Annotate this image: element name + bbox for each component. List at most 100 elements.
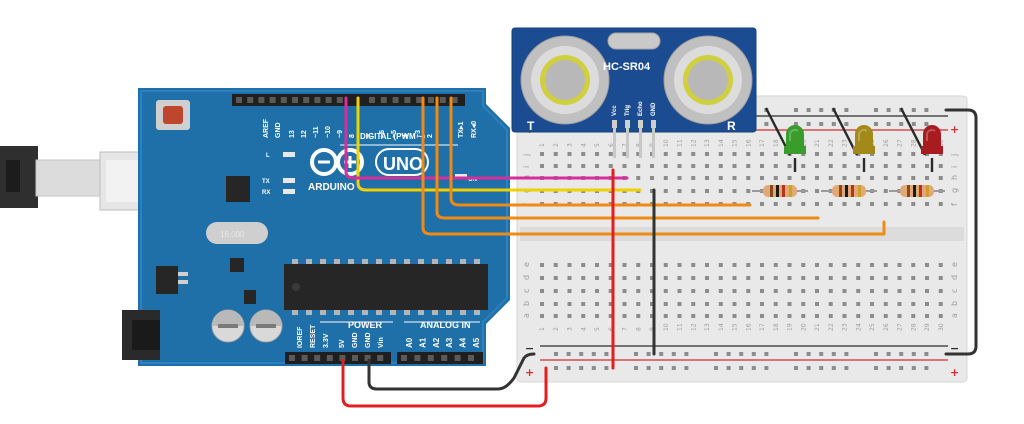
breadboard-hole[interactable] [691,152,696,156]
breadboard-hole[interactable] [636,176,641,180]
breadboard-hole[interactable] [815,176,819,180]
breadboard-hole[interactable] [636,302,641,306]
breadboard-hole[interactable] [581,263,586,267]
breadboard-hole[interactable] [815,202,819,206]
breadboard-hole[interactable] [897,176,902,180]
breadboard-hole[interactable] [636,289,641,293]
breadboard-hole[interactable] [746,152,751,156]
breadboard-hole[interactable] [636,164,641,168]
breadboard-hole[interactable] [870,176,874,180]
breadboard-hole[interactable] [938,289,943,293]
breadboard-hole[interactable] [897,263,902,267]
breadboard-hole[interactable] [897,289,902,293]
header-pin-hole[interactable] [380,97,387,103]
breadboard-hole[interactable] [842,289,847,293]
breadboard-hole[interactable] [746,164,751,168]
breadboard-hole[interactable] [787,276,792,280]
breadboard-hole[interactable] [760,314,764,318]
breadboard-hole[interactable] [608,263,613,267]
breadboard-hole[interactable] [636,276,641,280]
breadboard-hole[interactable] [622,164,627,168]
header-pin-hole[interactable] [326,355,333,361]
header-pin-hole[interactable] [314,97,321,103]
breadboard-hole[interactable] [883,289,888,293]
header-pin-hole[interactable] [364,355,371,361]
breadboard-hole[interactable] [691,276,696,280]
rail-hole[interactable] [794,108,798,112]
rail-hole[interactable] [924,122,929,126]
breadboard-hole[interactable] [883,314,888,318]
breadboard-hole[interactable] [801,314,806,318]
header-pin-hole[interactable] [236,97,242,103]
breadboard-hole[interactable] [622,263,627,267]
breadboard-hole[interactable] [787,202,792,206]
rail-hole[interactable] [924,352,929,356]
breadboard-hole[interactable] [636,263,641,267]
breadboard-hole[interactable] [938,302,943,306]
breadboard-hole[interactable] [938,164,943,168]
breadboard-hole[interactable] [787,263,792,267]
breadboard-hole[interactable] [925,289,929,293]
breadboard-hole[interactable] [677,276,682,280]
breadboard-hole[interactable] [595,276,599,280]
breadboard-hole[interactable] [787,164,792,168]
breadboard-hole[interactable] [732,164,737,168]
header-pin-hole[interactable] [352,355,358,361]
breadboard-hole[interactable] [856,289,861,293]
breadboard-hole[interactable] [787,289,792,293]
rail-hole[interactable] [634,366,638,370]
rail-hole[interactable] [739,366,744,370]
breadboard-hole[interactable] [553,263,558,267]
breadboard-hole[interactable] [650,176,654,180]
breadboard-hole[interactable] [718,164,723,168]
rail-hole[interactable] [554,352,558,356]
breadboard-hole[interactable] [828,152,833,156]
breadboard-hole[interactable] [608,276,613,280]
rail-hole[interactable] [819,108,824,112]
breadboard-hole[interactable] [801,276,806,280]
breadboard-hole[interactable] [828,289,833,293]
breadboard-hole[interactable] [760,202,764,206]
breadboard-hole[interactable] [691,314,696,318]
header-pin-hole[interactable] [441,355,448,361]
rail-hole[interactable] [886,122,891,126]
rail-hole[interactable] [886,352,891,356]
breadboard-hole[interactable] [732,176,737,180]
rail-hole[interactable] [844,366,849,370]
breadboard-hole[interactable] [938,314,943,318]
breadboard-hole[interactable] [677,189,682,193]
breadboard-hole[interactable] [787,176,792,180]
breadboard-hole[interactable] [567,263,572,267]
breadboard-hole[interactable] [815,152,819,156]
breadboard-hole[interactable] [622,276,627,280]
breadboard-hole[interactable] [718,314,723,318]
breadboard-hole[interactable] [677,164,682,168]
breadboard-hole[interactable] [746,189,751,193]
rail-hole[interactable] [604,352,609,356]
breadboard-hole[interactable] [883,176,888,180]
breadboard-hole[interactable] [842,302,847,306]
breadboard-hole[interactable] [911,314,916,318]
breadboard-hole[interactable] [540,289,544,293]
rail-hole[interactable] [604,366,609,370]
breadboard-hole[interactable] [705,314,709,318]
breadboard-hole[interactable] [842,314,847,318]
header-pin-hole[interactable] [401,355,407,361]
breadboard-hole[interactable] [815,314,819,318]
breadboard-hole[interactable] [773,176,778,180]
breadboard-hole[interactable] [760,164,764,168]
rail-hole[interactable] [911,366,916,370]
breadboard-hole[interactable] [718,289,723,293]
reset-button[interactable] [156,100,190,130]
breadboard-hole[interactable] [911,164,916,168]
rail-hole[interactable] [579,352,584,356]
breadboard-hole[interactable] [897,276,902,280]
breadboard-hole[interactable] [608,289,613,293]
rail-hole[interactable] [886,108,891,112]
breadboard-hole[interactable] [732,152,737,156]
rail-hole[interactable] [819,352,824,356]
header-pin-hole[interactable] [454,355,461,361]
breadboard-hole[interactable] [828,164,833,168]
breadboard-hole[interactable] [567,302,572,306]
rail-hole[interactable] [806,352,811,356]
